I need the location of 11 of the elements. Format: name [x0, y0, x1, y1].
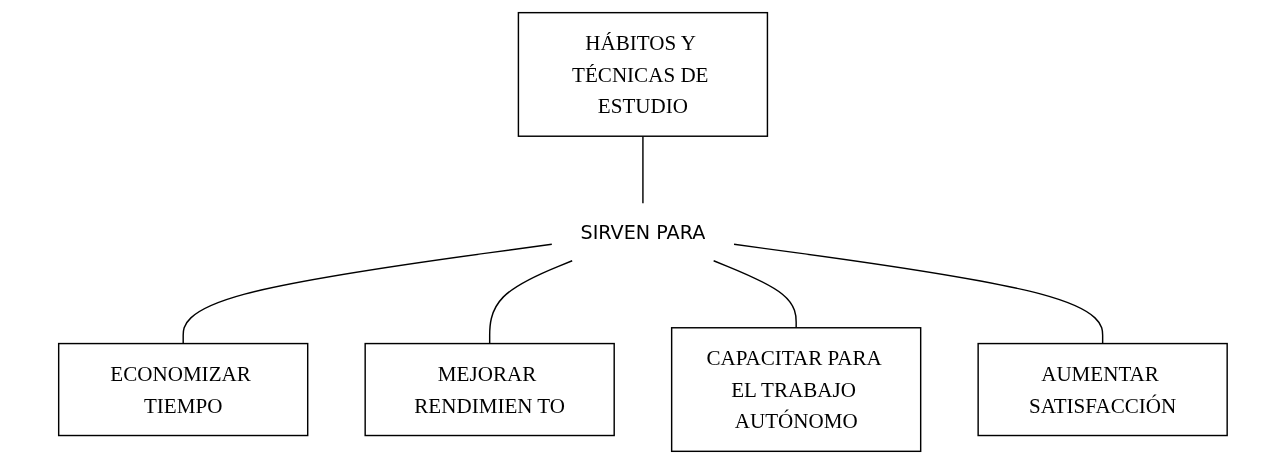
- connector: [732, 243, 1103, 345]
- node-box: CAPACITAR PARA EL TRABAJO AUTÓNOMO: [670, 327, 921, 453]
- node-box: ECONOMIZAR TIEMPO: [57, 342, 308, 437]
- connector: [712, 260, 797, 329]
- node-box: HÁBITOS Y TÉCNICAS DE ESTUDIO: [517, 11, 768, 137]
- node-text: SIRVEN PARA: [580, 220, 705, 244]
- connector: [182, 243, 553, 345]
- node-box: AUMENTAR SATISFACCIÓN: [977, 342, 1228, 437]
- connector: [488, 260, 573, 345]
- connector: [641, 135, 644, 204]
- node-box: MEJORAR RENDIMIEN TO: [364, 342, 615, 437]
